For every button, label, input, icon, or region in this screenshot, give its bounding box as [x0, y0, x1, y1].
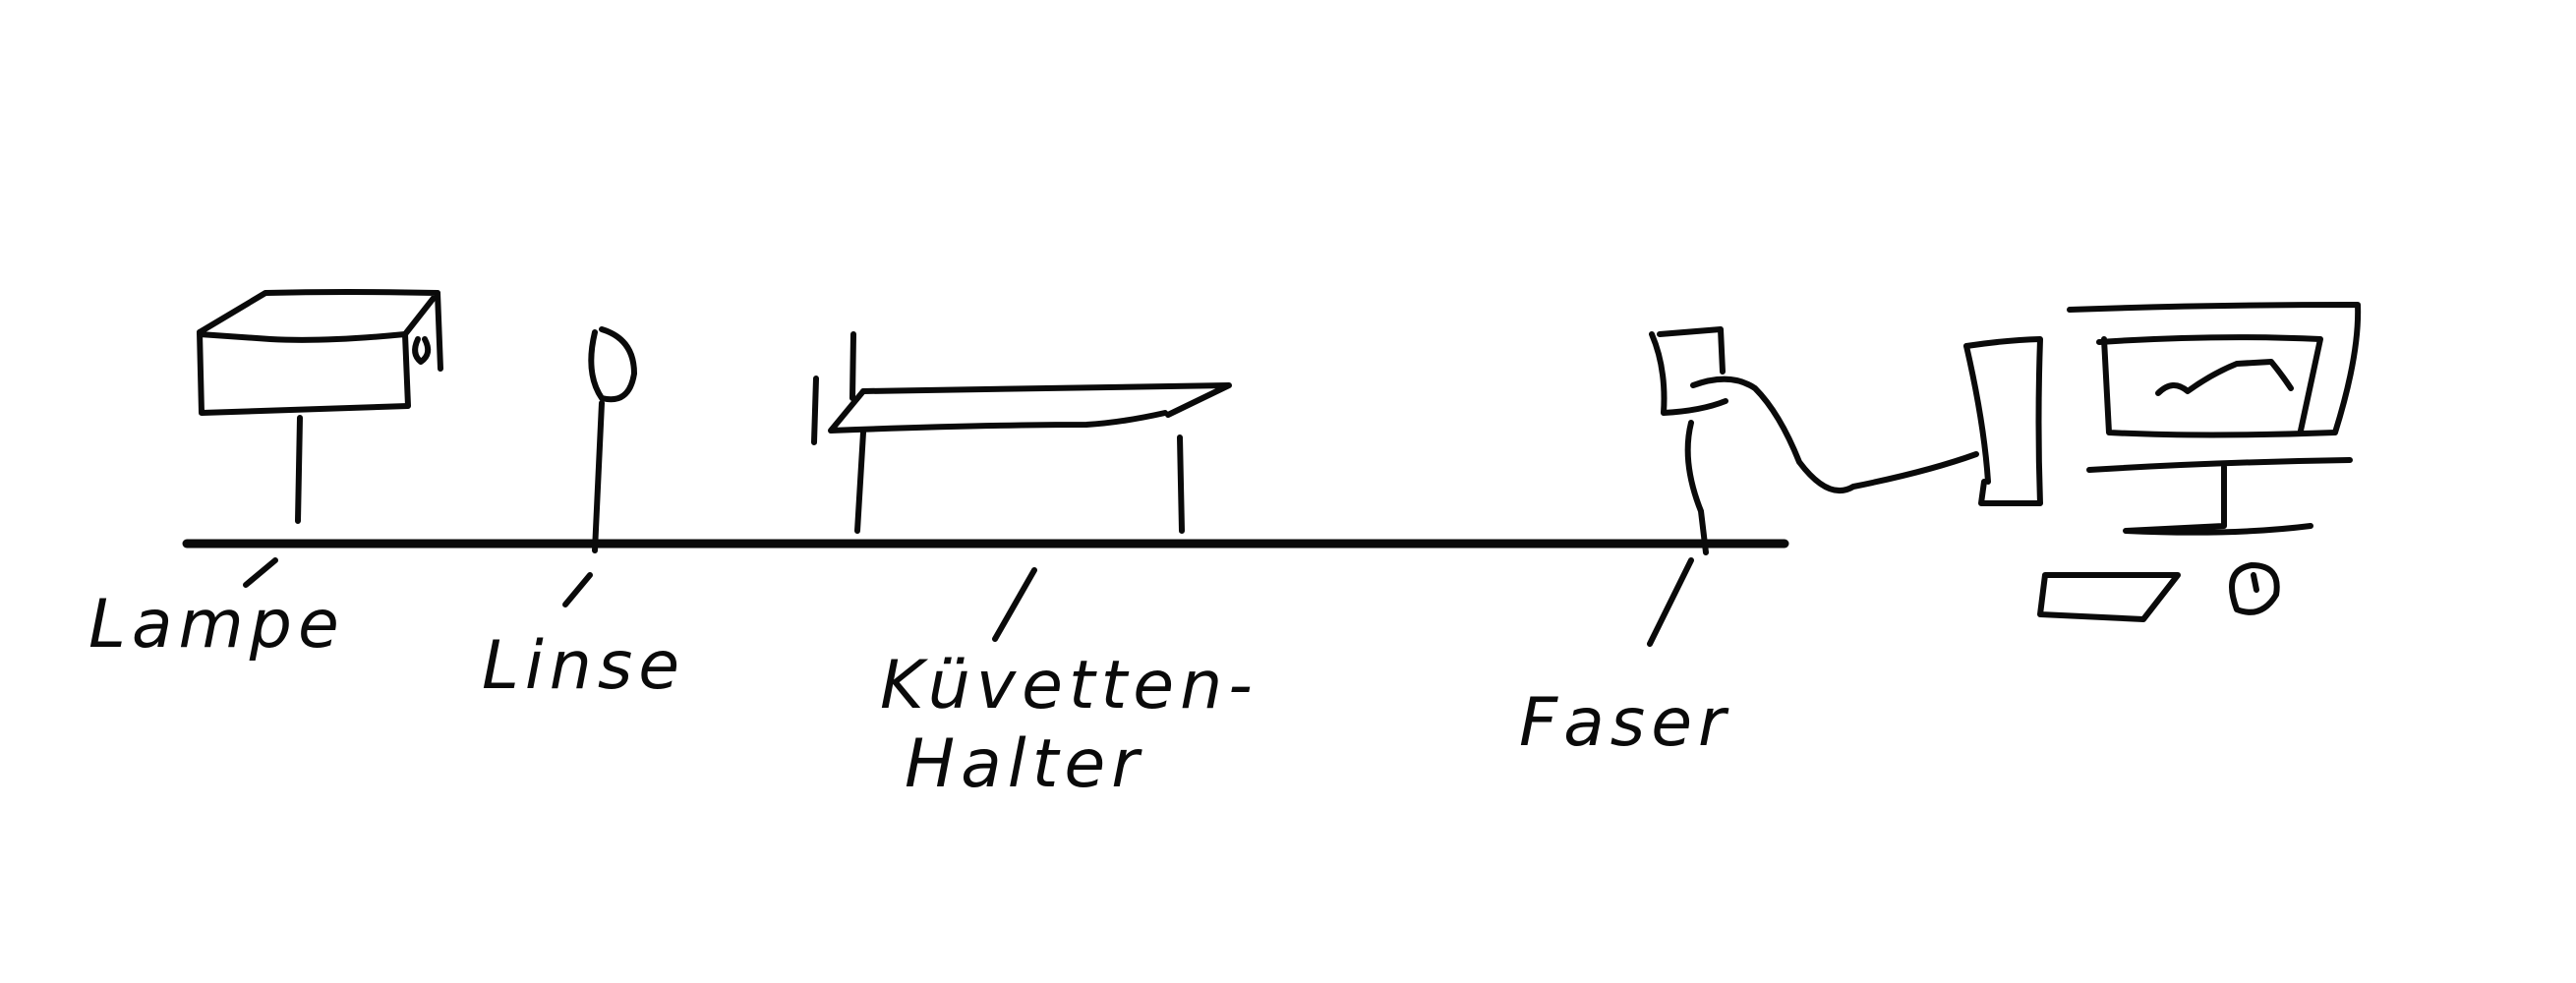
keyboard: [2040, 575, 2178, 619]
fiber-label: Faser: [1519, 684, 1731, 762]
monitor-stand: [2126, 467, 2311, 533]
computer-tower: [1966, 339, 2040, 503]
cuvette-holder-icon: [814, 334, 1229, 531]
lamp-leader: [246, 560, 275, 585]
screen-signal: [2158, 362, 2291, 393]
lens-label: Linse: [482, 627, 685, 705]
cuvette-holder-label-line2: Halter: [905, 725, 1144, 803]
fiber-leader: [1650, 560, 1691, 644]
lens-icon: [591, 329, 634, 550]
lamp-icon: [200, 292, 440, 521]
lens-leader: [565, 575, 590, 605]
cuvette-leader: [995, 570, 1034, 639]
fiber-icon: [1652, 329, 1976, 552]
computer-icon: [1966, 305, 2358, 619]
cuvette-holder-label-line1: Küvetten-: [880, 647, 1259, 724]
lamp-label: Lampe: [88, 586, 345, 664]
